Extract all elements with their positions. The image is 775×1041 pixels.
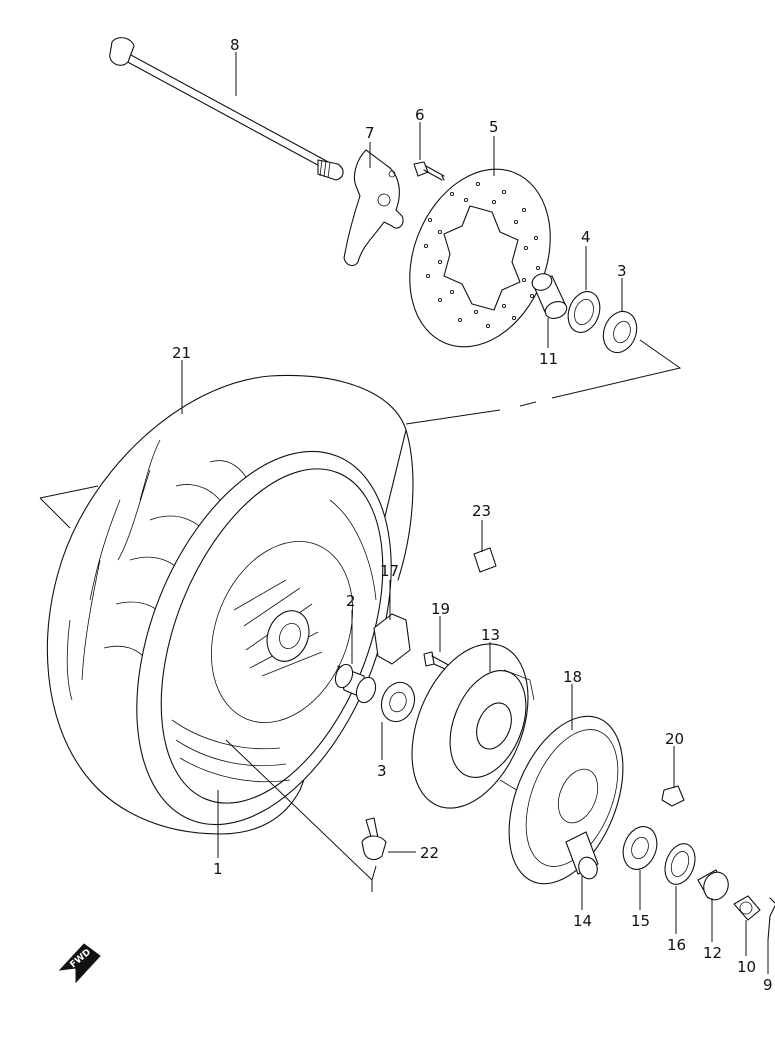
callout-14: 14 xyxy=(573,912,592,930)
callouts: 8 7 6 5 4 3 11 21 23 17 2 19 13 18 3 20 … xyxy=(172,36,773,994)
callout-21: 21 xyxy=(172,344,191,362)
callout-17: 17 xyxy=(380,562,399,580)
sprocket-hub-part xyxy=(411,643,535,809)
oil-seal-16-part xyxy=(664,843,696,885)
callout-19: 19 xyxy=(431,600,450,618)
callout-22: 22 xyxy=(420,844,439,862)
caliper-bracket-part xyxy=(343,149,404,267)
nut-part xyxy=(661,785,685,807)
castle-nut-part xyxy=(733,895,761,921)
wheel-part xyxy=(136,450,392,826)
spacer-12-part xyxy=(697,869,729,901)
callout-18: 18 xyxy=(563,668,582,686)
callout-8: 8 xyxy=(230,36,240,54)
bearing-lower-part xyxy=(380,681,416,723)
callout-9: 9 xyxy=(763,976,773,994)
leader-lines xyxy=(39,52,769,974)
callout-11: 11 xyxy=(539,350,558,368)
bearing-15-part xyxy=(622,826,658,870)
callout-12: 12 xyxy=(703,944,722,962)
fwd-arrow-icon: FWD xyxy=(58,943,101,984)
callout-23: 23 xyxy=(472,502,491,520)
callout-3-upper: 3 xyxy=(617,262,627,280)
callout-13: 13 xyxy=(481,626,500,644)
callout-3-lower: 3 xyxy=(377,762,387,780)
axle-part xyxy=(109,37,344,181)
disc-bolt-part xyxy=(413,161,445,181)
callout-10: 10 xyxy=(737,958,756,976)
callout-20: 20 xyxy=(665,730,684,748)
callout-15: 15 xyxy=(631,912,650,930)
callout-2: 2 xyxy=(346,592,356,610)
callout-1: 1 xyxy=(213,860,223,878)
callout-16: 16 xyxy=(667,936,686,954)
oil-seal-part xyxy=(567,291,601,333)
damper-part xyxy=(373,613,411,665)
callout-4: 4 xyxy=(581,228,591,246)
balance-weight-part xyxy=(473,547,497,573)
bearing-upper-part xyxy=(602,310,638,354)
brake-disc-part xyxy=(409,168,551,348)
valve-part xyxy=(361,817,387,861)
spacer-2-part xyxy=(334,663,377,704)
callout-5: 5 xyxy=(489,118,499,136)
disc-holes xyxy=(423,181,541,329)
spacer-part xyxy=(531,273,568,319)
cotter-pin-part xyxy=(767,897,775,941)
sprocket-part xyxy=(508,715,624,885)
collar-part xyxy=(565,831,599,880)
callout-6: 6 xyxy=(415,106,425,124)
callout-7: 7 xyxy=(365,124,375,142)
